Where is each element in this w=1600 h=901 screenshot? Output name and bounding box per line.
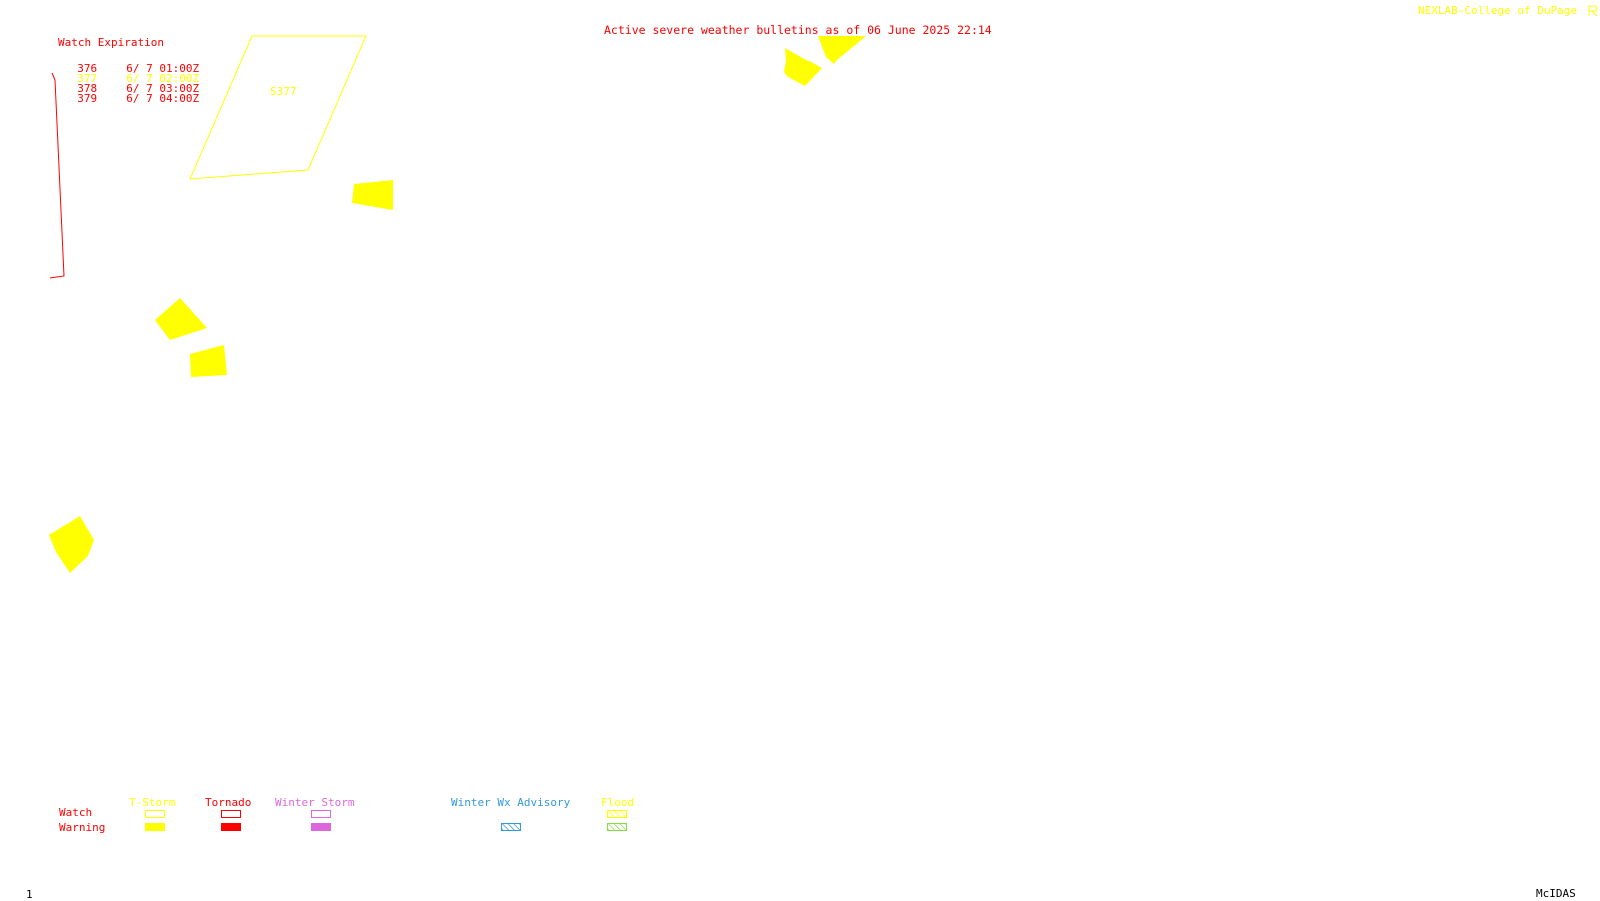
legend-winter-storm-watch-swatch bbox=[311, 810, 331, 818]
legend-tstorm-warning-swatch bbox=[145, 823, 165, 831]
legend-row-label-watch: Watch bbox=[59, 806, 93, 819]
tstorm-warning-polygon bbox=[784, 48, 822, 86]
watch-number: 379 bbox=[77, 92, 98, 105]
watch-expires: 6/ 7 04:00Z bbox=[126, 92, 200, 105]
legend-winter-storm-warning-swatch bbox=[311, 823, 331, 831]
tstorm-watch-377-outline bbox=[189, 35, 367, 180]
legend-tornado-label: Tornado bbox=[205, 796, 252, 809]
credit-text: NEXLAB-College of DuPage bbox=[1418, 4, 1577, 17]
watch-row: 378 6/ 7 03:00Z bbox=[64, 74, 199, 94]
watch-377-label: S377 bbox=[270, 85, 297, 98]
watch-row: 377 6/ 7 02:00Z bbox=[64, 64, 199, 84]
watch-expires: 6/ 7 01:00Z bbox=[126, 62, 200, 75]
legend-tornado-watch-swatch bbox=[221, 810, 241, 818]
tstorm-warning-polygon bbox=[352, 180, 393, 210]
legend-winter-storm-label: Winter Storm bbox=[275, 796, 355, 809]
legend-tstorm-label: T-Storm bbox=[129, 796, 176, 809]
tstorm-warning-polygon bbox=[818, 36, 866, 64]
watch-expires: 6/ 7 02:00Z bbox=[126, 72, 200, 85]
watch-number: 377 bbox=[77, 72, 98, 85]
tstorm-warning-polygon bbox=[190, 345, 227, 377]
watch-expiration-heading: Watch Expiration bbox=[58, 36, 164, 49]
legend-flood-label: Flood bbox=[601, 796, 635, 809]
cod-logo-icon bbox=[1588, 5, 1598, 17]
legend-winter-wx-advisory-label: Winter Wx Advisory bbox=[451, 796, 571, 809]
legend-flood-warning-swatch bbox=[607, 823, 627, 831]
watch-number: 376 bbox=[77, 62, 98, 75]
watch-number: 378 bbox=[77, 82, 98, 95]
page-title: Active severe weather bulletins as of 06… bbox=[604, 23, 992, 37]
frame-number: 1 bbox=[26, 888, 33, 901]
legend-tornado-warning-swatch bbox=[221, 823, 241, 831]
tornado-watch-outline bbox=[49, 72, 65, 279]
legend-tstorm-watch-swatch bbox=[145, 810, 165, 818]
legend-flood-watch-swatch bbox=[607, 810, 627, 818]
software-label: McIDAS bbox=[1536, 887, 1576, 900]
tstorm-warning-polygon bbox=[155, 298, 207, 340]
watch-row: 376 6/ 7 01:00Z bbox=[64, 54, 199, 74]
watch-expires: 6/ 7 03:00Z bbox=[126, 82, 200, 95]
legend-row-label-warning: Warning bbox=[59, 821, 106, 834]
legend-winter-wx-advisory-swatch bbox=[501, 823, 521, 831]
watch-row: 379 6/ 7 04:00Z bbox=[64, 84, 199, 104]
tstorm-warning-polygon bbox=[49, 516, 94, 573]
